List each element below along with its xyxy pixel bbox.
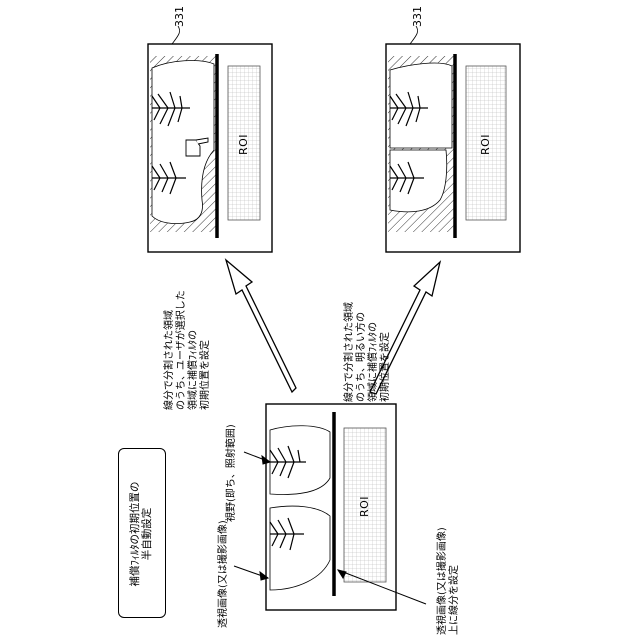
ref-leader-left bbox=[172, 26, 180, 44]
ref-number-left: 331 bbox=[173, 3, 187, 27]
ref-leader-right bbox=[410, 26, 418, 44]
roi-label-source: ROI bbox=[358, 493, 372, 517]
panel-left-result bbox=[148, 26, 272, 252]
roi-label-left: ROI bbox=[237, 131, 251, 155]
right-arrow-note: 線分で分割された領域 のうち、明るい方の 領域に補償ﾌｨﾙﾀの 初期位置を設定 bbox=[344, 252, 394, 402]
fov-blob-right bbox=[390, 63, 452, 148]
panel-right-result bbox=[386, 26, 520, 252]
transmission-image-label: 透視画像(又は撮影画像) bbox=[218, 498, 232, 628]
roi-label-right: ROI bbox=[479, 131, 493, 155]
panel-source bbox=[266, 404, 396, 610]
left-arrow-note: 線分で分割された領域 のうち、ユーザが選択した 領域に補償ﾌｨﾙﾀの 初期位置を… bbox=[164, 260, 214, 410]
split-line-note: 透視画像(又は撮影画像) 上に線分を設定 bbox=[437, 515, 463, 635]
hollow-arrow-left bbox=[226, 260, 296, 392]
diagram-title: 補償ﾌｨﾙﾀの初期位置の 半自動設定 bbox=[129, 455, 153, 613]
ref-number-right: 331 bbox=[411, 3, 425, 27]
